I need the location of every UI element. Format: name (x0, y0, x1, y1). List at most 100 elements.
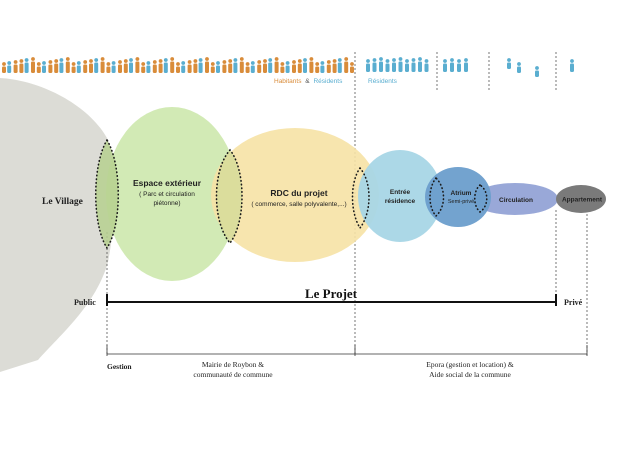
person-figure (198, 58, 203, 73)
person-figure (411, 58, 416, 72)
person-figure (71, 62, 76, 73)
person-figure (123, 59, 128, 73)
person-figure (315, 62, 320, 73)
circulation-label: Circulation (499, 197, 533, 204)
entree-label-1: Entrée (390, 189, 411, 196)
person-figure (320, 61, 325, 73)
person-figure (280, 62, 285, 73)
person-figure (129, 58, 133, 73)
public-label: Public (74, 298, 96, 307)
person-figure (187, 60, 192, 73)
person-figure (100, 57, 105, 73)
person-figure (205, 57, 209, 73)
prive-label: Privé (564, 298, 583, 307)
legend-habitants-residents: Habitants & Résidents (274, 78, 343, 85)
gestion-left-2: communauté de commune (193, 370, 273, 379)
legend-amp: & (305, 78, 310, 85)
person-figure (228, 59, 233, 73)
person-figure (146, 61, 151, 73)
person-figure (48, 60, 53, 73)
person-figure (135, 57, 140, 73)
person-figure (398, 57, 403, 72)
person-figure (42, 61, 46, 73)
bubble-appartement (556, 185, 606, 213)
overlap-espace-rdc (216, 150, 242, 243)
dotted-lens-rdc-entree (351, 166, 370, 230)
person-figure (303, 58, 307, 73)
person-figure (76, 61, 81, 73)
person-figure (535, 66, 539, 77)
person-figure (274, 57, 279, 73)
person-figure (418, 57, 422, 72)
gestion-right-1: Epora (gestion et location) & (426, 360, 514, 369)
person-figure (233, 58, 238, 73)
person-figure (344, 57, 349, 73)
person-figure (24, 58, 29, 73)
person-figure (65, 57, 70, 73)
person-figure (379, 57, 383, 72)
legend-habitants: Habitants (274, 78, 302, 85)
atrium-label-1: Atrium (451, 190, 472, 197)
person-figure (372, 58, 377, 72)
person-figure (118, 60, 122, 73)
person-figure (464, 58, 468, 72)
bubble-entree-residence (358, 150, 442, 242)
person-figure (94, 58, 99, 73)
bubble-rdc-projet (211, 128, 379, 262)
espace-sub-2: piétonne) (153, 200, 180, 207)
person-figure (210, 62, 215, 73)
person-figure (350, 62, 354, 73)
person-figure (405, 59, 409, 72)
person-figure (257, 60, 262, 73)
person-figure (424, 59, 429, 72)
person-figure (222, 60, 227, 73)
person-figure (337, 58, 342, 73)
person-figure (193, 59, 198, 73)
person-figure (443, 59, 447, 72)
person-figure (176, 62, 180, 73)
person-figure (181, 61, 186, 73)
person-figure (326, 60, 331, 73)
person-figure (89, 59, 93, 73)
person-figure (141, 62, 146, 73)
atrium-label-2: Semi-privé (448, 199, 474, 205)
person-figure (385, 59, 390, 72)
person-figure (457, 59, 461, 72)
person-figure (111, 61, 116, 73)
person-figure (19, 59, 24, 73)
legend-residents: Résidents (313, 78, 343, 85)
person-figure (268, 58, 273, 73)
person-figure (570, 59, 574, 72)
rdc-sub: ( commerce, salle polyvalente,...) (251, 201, 346, 208)
village-label: Le Village (42, 197, 83, 207)
person-figure (54, 59, 59, 73)
person-figure (170, 57, 175, 73)
person-figure (263, 59, 267, 73)
person-figure (285, 61, 290, 73)
gestion-left-1: Mairie de Roybon & (202, 360, 264, 369)
espace-sub-1: ( Parc et circulation (139, 191, 195, 198)
bubble-atrium (425, 167, 491, 227)
person-figure (517, 62, 521, 73)
person-figure (392, 58, 396, 72)
person-figure (59, 58, 64, 73)
person-figure (31, 57, 35, 73)
rdc-title: RDC du projet (270, 188, 327, 198)
dotted-lens-village (95, 138, 119, 250)
person-figure (2, 62, 6, 73)
person-figure (239, 57, 244, 73)
dotted-lens-atrium-circulation (473, 183, 488, 214)
person-figure (292, 60, 296, 73)
bubble-espace-exterieur (106, 107, 238, 281)
village-shape (0, 78, 115, 372)
person-figure (158, 59, 163, 73)
bubble-circulation (472, 183, 558, 215)
espace-title: Espace extérieur (133, 178, 202, 188)
population-figures (2, 57, 574, 77)
person-figure (245, 62, 250, 73)
person-figure (152, 60, 157, 73)
person-figure (163, 58, 168, 73)
person-figure (216, 61, 220, 73)
person-figure (250, 61, 255, 73)
person-figure (7, 61, 12, 73)
